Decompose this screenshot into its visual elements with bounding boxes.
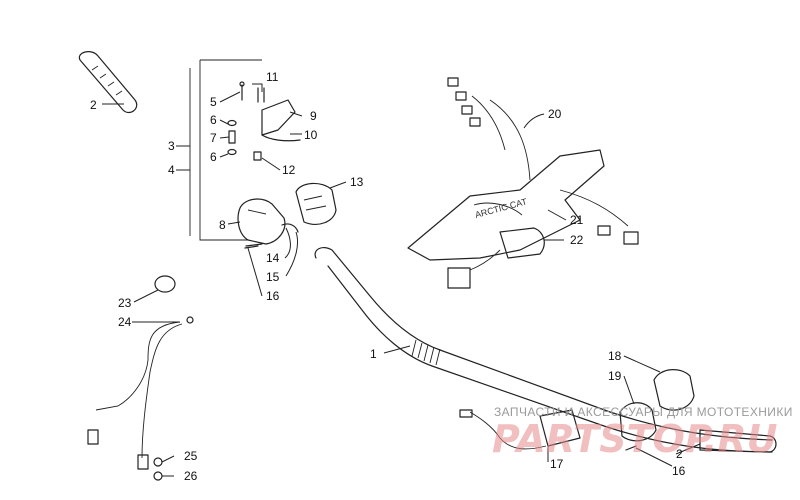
svg-text:ARCTIC CAT: ARCTIC CAT <box>474 196 529 220</box>
watermark: ЗАПЧАСТИ И АКСЕССУАРЫ ДЛЯ МОТОТЕХНИКИ PA… <box>492 405 793 461</box>
cable-assembly <box>87 275 194 481</box>
callout-labels: 2 3 4 5 6 7 6 8 9 10 11 12 13 14 15 16 1… <box>90 70 686 483</box>
callout-18: 18 <box>608 349 622 363</box>
watermark-caption: ЗАПЧАСТИ И АКСЕССУАРЫ ДЛЯ МОТОТЕХНИКИ <box>494 405 793 419</box>
wiring-harness: ARCTIC CAT <box>407 77 639 289</box>
callout-23: 23 <box>118 296 132 310</box>
callout-19: 19 <box>608 369 622 383</box>
callout-8: 8 <box>219 218 226 232</box>
callout-9: 9 <box>310 109 317 123</box>
callout-17: 17 <box>550 457 564 471</box>
callout-20: 20 <box>548 107 562 121</box>
small-hardware <box>227 81 265 161</box>
callout-5: 5 <box>210 95 217 109</box>
throttle-lever <box>261 99 301 142</box>
callout-16-right: 16 <box>672 464 686 478</box>
callout-13: 13 <box>350 175 364 189</box>
switch-housing-left <box>281 182 337 233</box>
callout-4: 4 <box>168 163 175 177</box>
callout-6-lower: 6 <box>210 150 217 164</box>
callout-14: 14 <box>266 251 280 265</box>
left-grip <box>78 51 138 114</box>
watermark-logo: PARTSTOP.RU <box>492 417 778 461</box>
callout-21: 21 <box>570 213 584 227</box>
brake-bracket <box>459 409 581 450</box>
throttle-housing <box>237 198 286 249</box>
callout-2-right: 2 <box>676 447 683 461</box>
handlebar <box>314 246 777 453</box>
callout-24: 24 <box>118 315 132 329</box>
leader-lines <box>102 83 701 477</box>
callout-3: 3 <box>168 139 175 153</box>
callout-11: 11 <box>266 70 279 84</box>
callout-16-left: 16 <box>266 289 280 303</box>
callout-6-upper: 6 <box>210 113 217 127</box>
screws <box>245 243 637 451</box>
callout-2-left: 2 <box>90 98 97 112</box>
callout-12: 12 <box>282 163 296 177</box>
callout-26: 26 <box>184 469 198 483</box>
callout-25: 25 <box>184 449 198 463</box>
callout-22: 22 <box>570 233 584 247</box>
throttle-frame-lines <box>189 59 262 241</box>
switch-housing-right <box>619 369 695 442</box>
callout-1: 1 <box>370 347 377 361</box>
callout-7: 7 <box>210 131 217 145</box>
callout-10: 10 <box>304 128 318 142</box>
callout-15: 15 <box>266 270 280 284</box>
